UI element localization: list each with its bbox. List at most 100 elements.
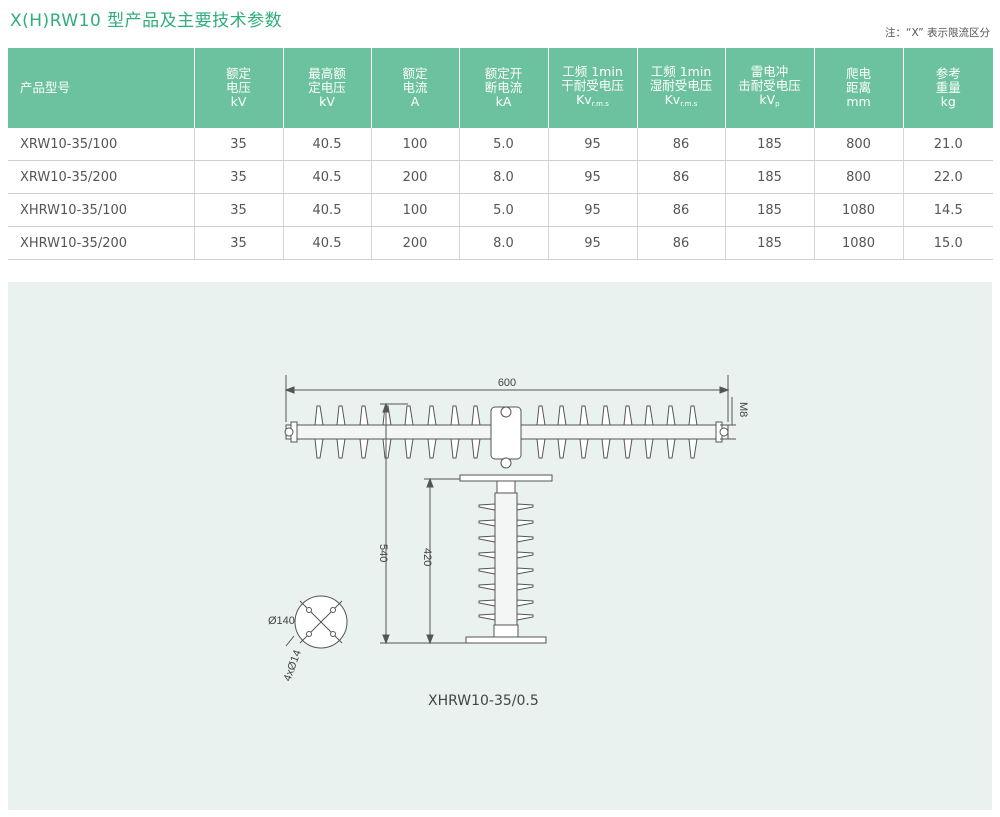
insulator-shed bbox=[478, 613, 496, 621]
flange-hole-3 bbox=[306, 631, 312, 637]
top-fitting bbox=[496, 480, 516, 494]
insulator-shed bbox=[536, 405, 546, 426]
insulator-shed bbox=[314, 405, 324, 426]
value-cell: 21.0 bbox=[903, 128, 993, 161]
top-plate bbox=[459, 474, 553, 482]
column-header-line: 干耐受电压 bbox=[561, 78, 624, 93]
post-sheds bbox=[478, 503, 534, 621]
insulator-shed bbox=[516, 599, 534, 607]
fuse-drawing: 600 M8 540 420 Ø140 4xØ14 bbox=[268, 375, 749, 683]
dim-total-height-label: 540 bbox=[377, 544, 389, 562]
column-header-line: mm bbox=[846, 94, 871, 109]
insulator-shed bbox=[336, 438, 346, 459]
column-header-line: 距离 bbox=[845, 80, 871, 95]
insulator-shed bbox=[557, 438, 567, 459]
value-cell: 800 bbox=[814, 128, 904, 161]
insulator-shed bbox=[666, 438, 676, 459]
value-cell: 185 bbox=[725, 226, 815, 260]
column-header-line: 最高额 bbox=[308, 66, 346, 81]
insulator-shed bbox=[478, 535, 496, 543]
insulator-shed bbox=[579, 405, 589, 426]
column-header-line: 工频 1min bbox=[562, 64, 623, 79]
dim-holes-label: 4xØ14 bbox=[282, 648, 304, 683]
insulator-shed bbox=[579, 438, 589, 459]
page-title: X(H)RW10 型产品及主要技术参数 bbox=[10, 11, 283, 31]
column-header-line: 击耐受电压 bbox=[738, 78, 801, 93]
arrow-right bbox=[719, 386, 730, 394]
value-cell: 35 bbox=[194, 193, 284, 227]
insulator-shed bbox=[601, 438, 611, 459]
value-cell: 40.5 bbox=[283, 160, 372, 194]
column-header-line: 爬电 bbox=[845, 66, 871, 81]
column-header-line: kVp bbox=[759, 92, 780, 109]
value-cell: 95 bbox=[548, 193, 638, 227]
column-header-line: 额定开 bbox=[484, 66, 523, 81]
flange-hole-4 bbox=[330, 631, 336, 637]
insulator-shed bbox=[516, 535, 534, 543]
unit-subscript: p bbox=[775, 100, 780, 108]
insulator-shed bbox=[601, 405, 611, 426]
value-cell: 40.5 bbox=[283, 128, 372, 161]
insulator-shed bbox=[688, 438, 698, 459]
insulator-shed bbox=[688, 405, 698, 426]
value-cell: 40.5 bbox=[283, 226, 372, 260]
insulator-shed bbox=[404, 405, 414, 426]
insulator-shed bbox=[478, 519, 496, 527]
column-header-line: 电压 bbox=[225, 80, 251, 95]
insulator-shed bbox=[623, 438, 633, 459]
insulator-shed bbox=[516, 583, 534, 591]
leader-holes bbox=[285, 635, 295, 647]
value-cell: 95 bbox=[548, 226, 638, 260]
arrow-540-bottom bbox=[382, 634, 390, 645]
value-cell: 86 bbox=[637, 128, 726, 161]
value-cell: 86 bbox=[637, 160, 726, 194]
insulator-shed bbox=[516, 551, 534, 559]
base-fitting bbox=[493, 624, 519, 638]
value-cell: 800 bbox=[814, 160, 904, 194]
insulator-shed bbox=[478, 567, 496, 575]
column-header-line: 产品型号 bbox=[20, 80, 71, 95]
value-cell: 14.5 bbox=[903, 193, 993, 227]
value-cell: 100 bbox=[371, 128, 460, 161]
insulator-shed bbox=[644, 438, 654, 459]
insulator-shed bbox=[478, 503, 496, 511]
value-cell: 95 bbox=[548, 160, 638, 194]
drawing-panel: 600 M8 540 420 Ø140 4xØ14 XHRW10-35/0.5 bbox=[8, 282, 992, 810]
insulator-shed bbox=[450, 405, 460, 426]
column-header-line: 雷电冲 bbox=[750, 64, 789, 79]
column-header-line: Kvr.m.s bbox=[576, 92, 609, 109]
insulator-shed bbox=[557, 405, 567, 426]
column-header-line: 参考 bbox=[935, 66, 961, 81]
insulator-shed bbox=[536, 438, 546, 459]
dim-flange-diameter-label: Ø140 bbox=[268, 615, 295, 627]
column-header-line: 额定 bbox=[225, 66, 251, 81]
model-cell: XHRW10-35/200 bbox=[8, 226, 195, 260]
insulator-shed bbox=[623, 405, 633, 426]
model-cell: XRW10-35/100 bbox=[8, 128, 195, 161]
value-cell: 1080 bbox=[814, 226, 904, 260]
value-cell: 40.5 bbox=[283, 193, 372, 227]
dim-width-label: 600 bbox=[498, 377, 516, 389]
base-flange bbox=[465, 636, 547, 644]
insulator-shed bbox=[516, 567, 534, 575]
value-cell: 1080 bbox=[814, 193, 904, 227]
value-cell: 200 bbox=[371, 160, 460, 194]
flange-hole-1 bbox=[306, 607, 312, 613]
drawing-caption: XHRW10-35/0.5 bbox=[428, 693, 539, 709]
column-header-line: 湿耐受电压 bbox=[649, 78, 713, 93]
value-cell: 185 bbox=[725, 193, 815, 227]
column-header-line: kV bbox=[319, 94, 335, 109]
insulator-shed bbox=[404, 438, 414, 459]
column-header-line: 工频 1min bbox=[650, 64, 712, 79]
